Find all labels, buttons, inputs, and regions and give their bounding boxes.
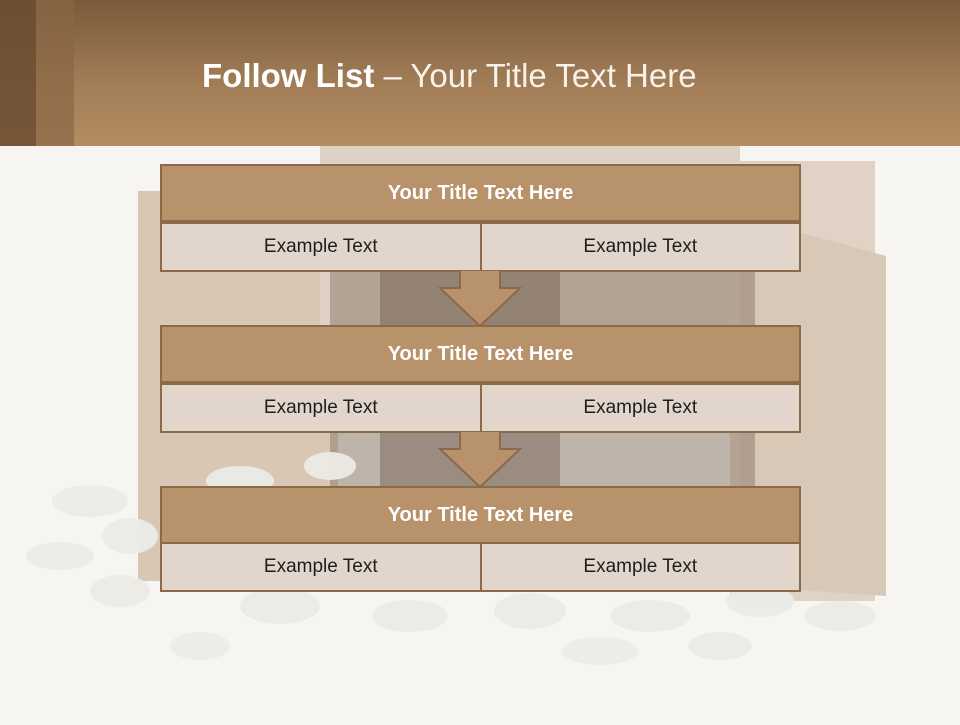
header-accent-stripe bbox=[36, 0, 74, 146]
row-2-cells: Example Text Example Text bbox=[160, 383, 801, 433]
row-3-left-cell: Example Text bbox=[160, 542, 482, 592]
row-3-cells: Example Text Example Text bbox=[160, 542, 801, 592]
slide-title-bold: Follow List bbox=[202, 57, 375, 94]
row-1-left-cell: Example Text bbox=[160, 222, 482, 272]
slide-title-rest: – Your Title Text Here bbox=[374, 57, 697, 94]
row-2-left-cell: Example Text bbox=[160, 383, 482, 433]
row-1-title: Your Title Text Here bbox=[160, 164, 801, 222]
row-1-right-cell: Example Text bbox=[481, 222, 801, 272]
row-3-title: Your Title Text Here bbox=[160, 486, 801, 544]
down-arrow-icon bbox=[438, 270, 522, 328]
header-bar: Follow List – Your Title Text Here bbox=[0, 0, 960, 146]
header-accent-stripe bbox=[0, 0, 36, 146]
slide-title: Follow List – Your Title Text Here bbox=[202, 54, 697, 98]
row-3-right-cell: Example Text bbox=[481, 542, 801, 592]
row-2-title: Your Title Text Here bbox=[160, 325, 801, 383]
row-1-cells: Example Text Example Text bbox=[160, 222, 801, 272]
row-2-right-cell: Example Text bbox=[481, 383, 801, 433]
down-arrow-icon bbox=[438, 431, 522, 489]
